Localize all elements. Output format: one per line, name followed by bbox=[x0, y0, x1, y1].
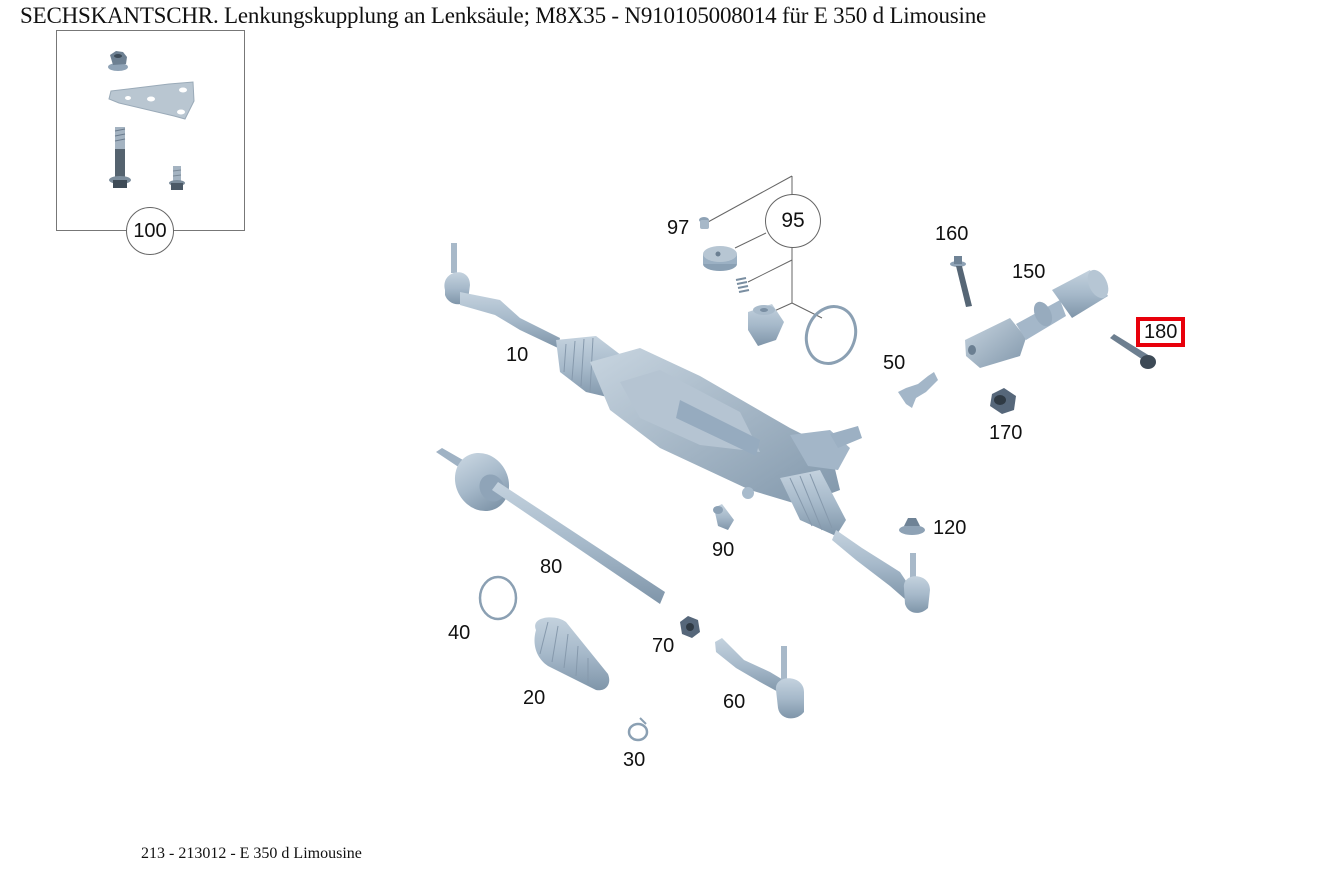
callout-180-selected[interactable]: 180 bbox=[1136, 317, 1186, 347]
short-bolt-icon bbox=[169, 166, 185, 190]
part-right-tie-rod-end-icon bbox=[832, 530, 930, 613]
part-95-adjuster-cap-icon bbox=[703, 246, 737, 271]
callout-70[interactable]: 70 bbox=[652, 635, 675, 657]
part-95-yoke-icon bbox=[748, 304, 784, 346]
callout-60[interactable]: 60 bbox=[723, 691, 746, 713]
callout-30[interactable]: 30 bbox=[623, 749, 646, 771]
callout-97[interactable]: 97 bbox=[667, 217, 690, 239]
part-40-clamp-ring-icon bbox=[478, 575, 518, 621]
part-30-hose-clamp-icon bbox=[627, 717, 649, 742]
part-150-steering-coupling-icon bbox=[965, 269, 1109, 368]
mounting-plate-icon bbox=[108, 81, 195, 120]
part-10-tie-rod-end-icon bbox=[444, 243, 560, 348]
group-95-leader-lines bbox=[707, 175, 823, 319]
part-50-bracket-icon bbox=[898, 372, 938, 408]
part-180-hex-bolt-icon bbox=[1110, 334, 1156, 369]
callout-120[interactable]: 120 bbox=[933, 517, 967, 539]
callout-80[interactable]: 80 bbox=[540, 556, 563, 578]
long-bolt-icon bbox=[109, 127, 131, 188]
page-title: SECHSKANTSCHR. Lenkungskupplung an Lenks… bbox=[20, 3, 987, 28]
flange-nut-icon bbox=[108, 51, 128, 71]
callout-20[interactable]: 20 bbox=[523, 687, 546, 709]
part-20-bellow-boot-icon bbox=[534, 617, 610, 691]
part-70-nut-icon bbox=[680, 616, 700, 638]
callout-50[interactable]: 50 bbox=[883, 352, 906, 374]
callout-40[interactable]: 40 bbox=[448, 622, 471, 644]
group-95-badge[interactable]: 95 bbox=[765, 194, 821, 248]
part-95-spring-icon bbox=[735, 277, 750, 293]
part-120-flange-nut-icon bbox=[899, 518, 925, 535]
part-main-steering-rack-icon bbox=[556, 336, 862, 536]
part-160-bolt-icon bbox=[950, 256, 972, 307]
inset-parts-illustration bbox=[108, 51, 195, 190]
part-95-clamp-ring-icon bbox=[804, 305, 858, 365]
callout-160[interactable]: 160 bbox=[935, 223, 969, 245]
callout-10[interactable]: 10 bbox=[506, 344, 529, 366]
part-60-tie-rod-end-icon bbox=[715, 638, 804, 719]
part-97-plug-icon bbox=[699, 217, 709, 229]
callout-150[interactable]: 150 bbox=[1012, 261, 1046, 283]
vehicle-model-footer: 213 - 213012 - E 350 d Limousine bbox=[141, 845, 362, 862]
callout-170[interactable]: 170 bbox=[989, 422, 1023, 444]
part-90-bushing-icon bbox=[713, 504, 734, 530]
callout-90[interactable]: 90 bbox=[712, 539, 735, 561]
part-170-nut-icon bbox=[990, 388, 1016, 414]
inset-kit-box bbox=[56, 30, 245, 231]
kit-100-badge[interactable]: 100 bbox=[126, 207, 174, 255]
part-80-inner-tie-rod-icon bbox=[436, 448, 665, 604]
